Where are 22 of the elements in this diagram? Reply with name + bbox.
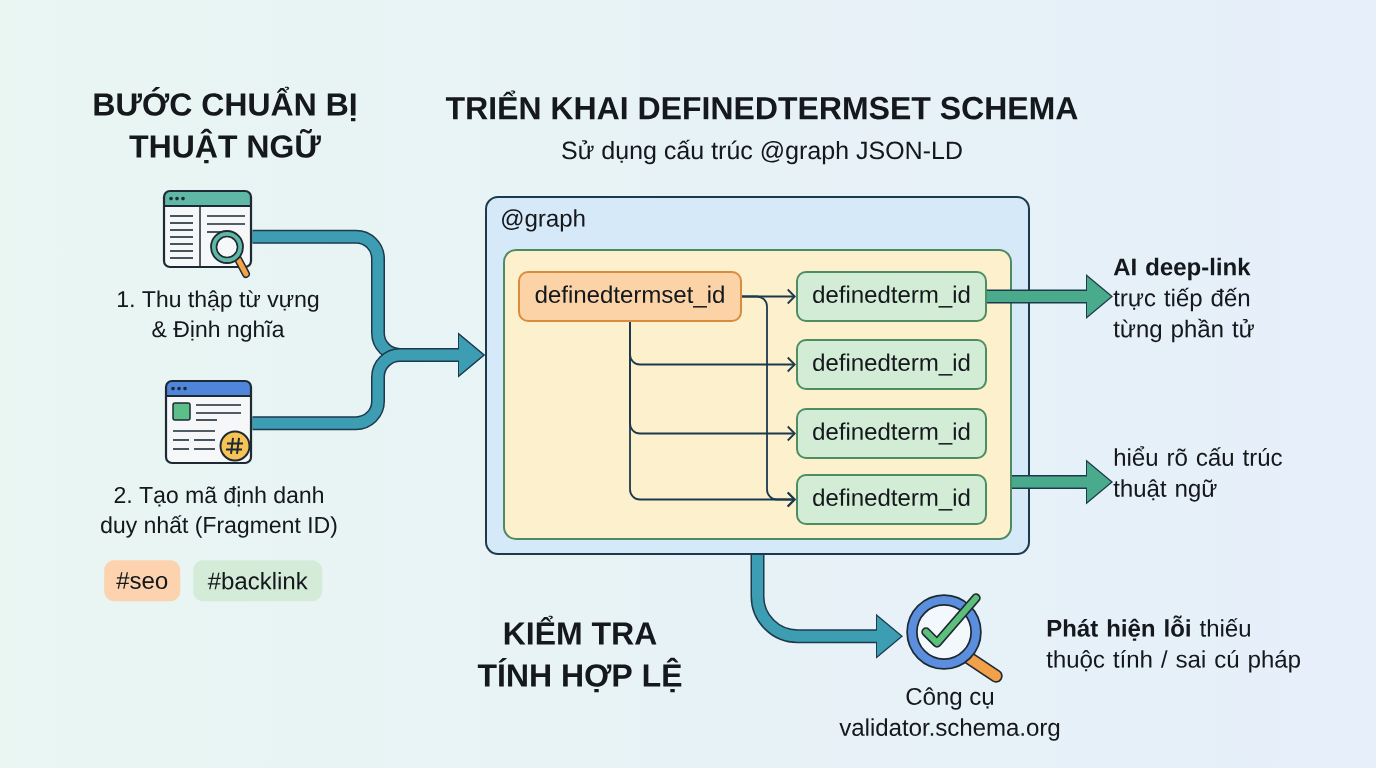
block-arrow xyxy=(252,332,485,431)
icon-caption: 1. Thu thập từ vựng & Định nghĩa xyxy=(118,290,319,342)
block-arrow xyxy=(1012,459,1113,505)
tag-chip: #backlink xyxy=(193,560,323,602)
id-box: definedterm_id xyxy=(796,339,987,390)
id-box: definedterm_id xyxy=(796,271,987,322)
id-box: definedterm_id xyxy=(796,408,987,459)
tag-chip: #seo xyxy=(104,560,181,602)
block-arrow xyxy=(987,274,1113,319)
icon-caption: Công cụ validator.schema.org xyxy=(839,687,1060,741)
section-heading: TRIỂN KHAI DEFINEDTERMSET SCHEMA xyxy=(445,90,1078,120)
icon-caption: 2. Tạo mã định danh duy nhất (Fragment ID) xyxy=(101,486,337,538)
subtitle: Sử dụng cấu trúc @graph JSON-LD xyxy=(562,139,962,165)
note-text: Phát hiện lỗi thiếu thuộc tính / sai cú pháp xyxy=(1046,615,1300,673)
result-text: AI deep-link trực tiếp đến từng phần tử xyxy=(1113,257,1254,343)
id-box: definedtermset_id xyxy=(518,271,742,322)
id-box: definedterm_id xyxy=(796,474,987,525)
section-heading: BƯỚC CHUẨN BỊ THUẬT NGỮ xyxy=(94,86,356,164)
block-arrow xyxy=(750,555,903,659)
arrow xyxy=(741,295,796,508)
result-text: hiểu rõ cấu trúc thuật ngữ xyxy=(1113,446,1282,502)
section-heading: KIỂM TRA TÍNH HỢP LỆ xyxy=(477,615,682,693)
